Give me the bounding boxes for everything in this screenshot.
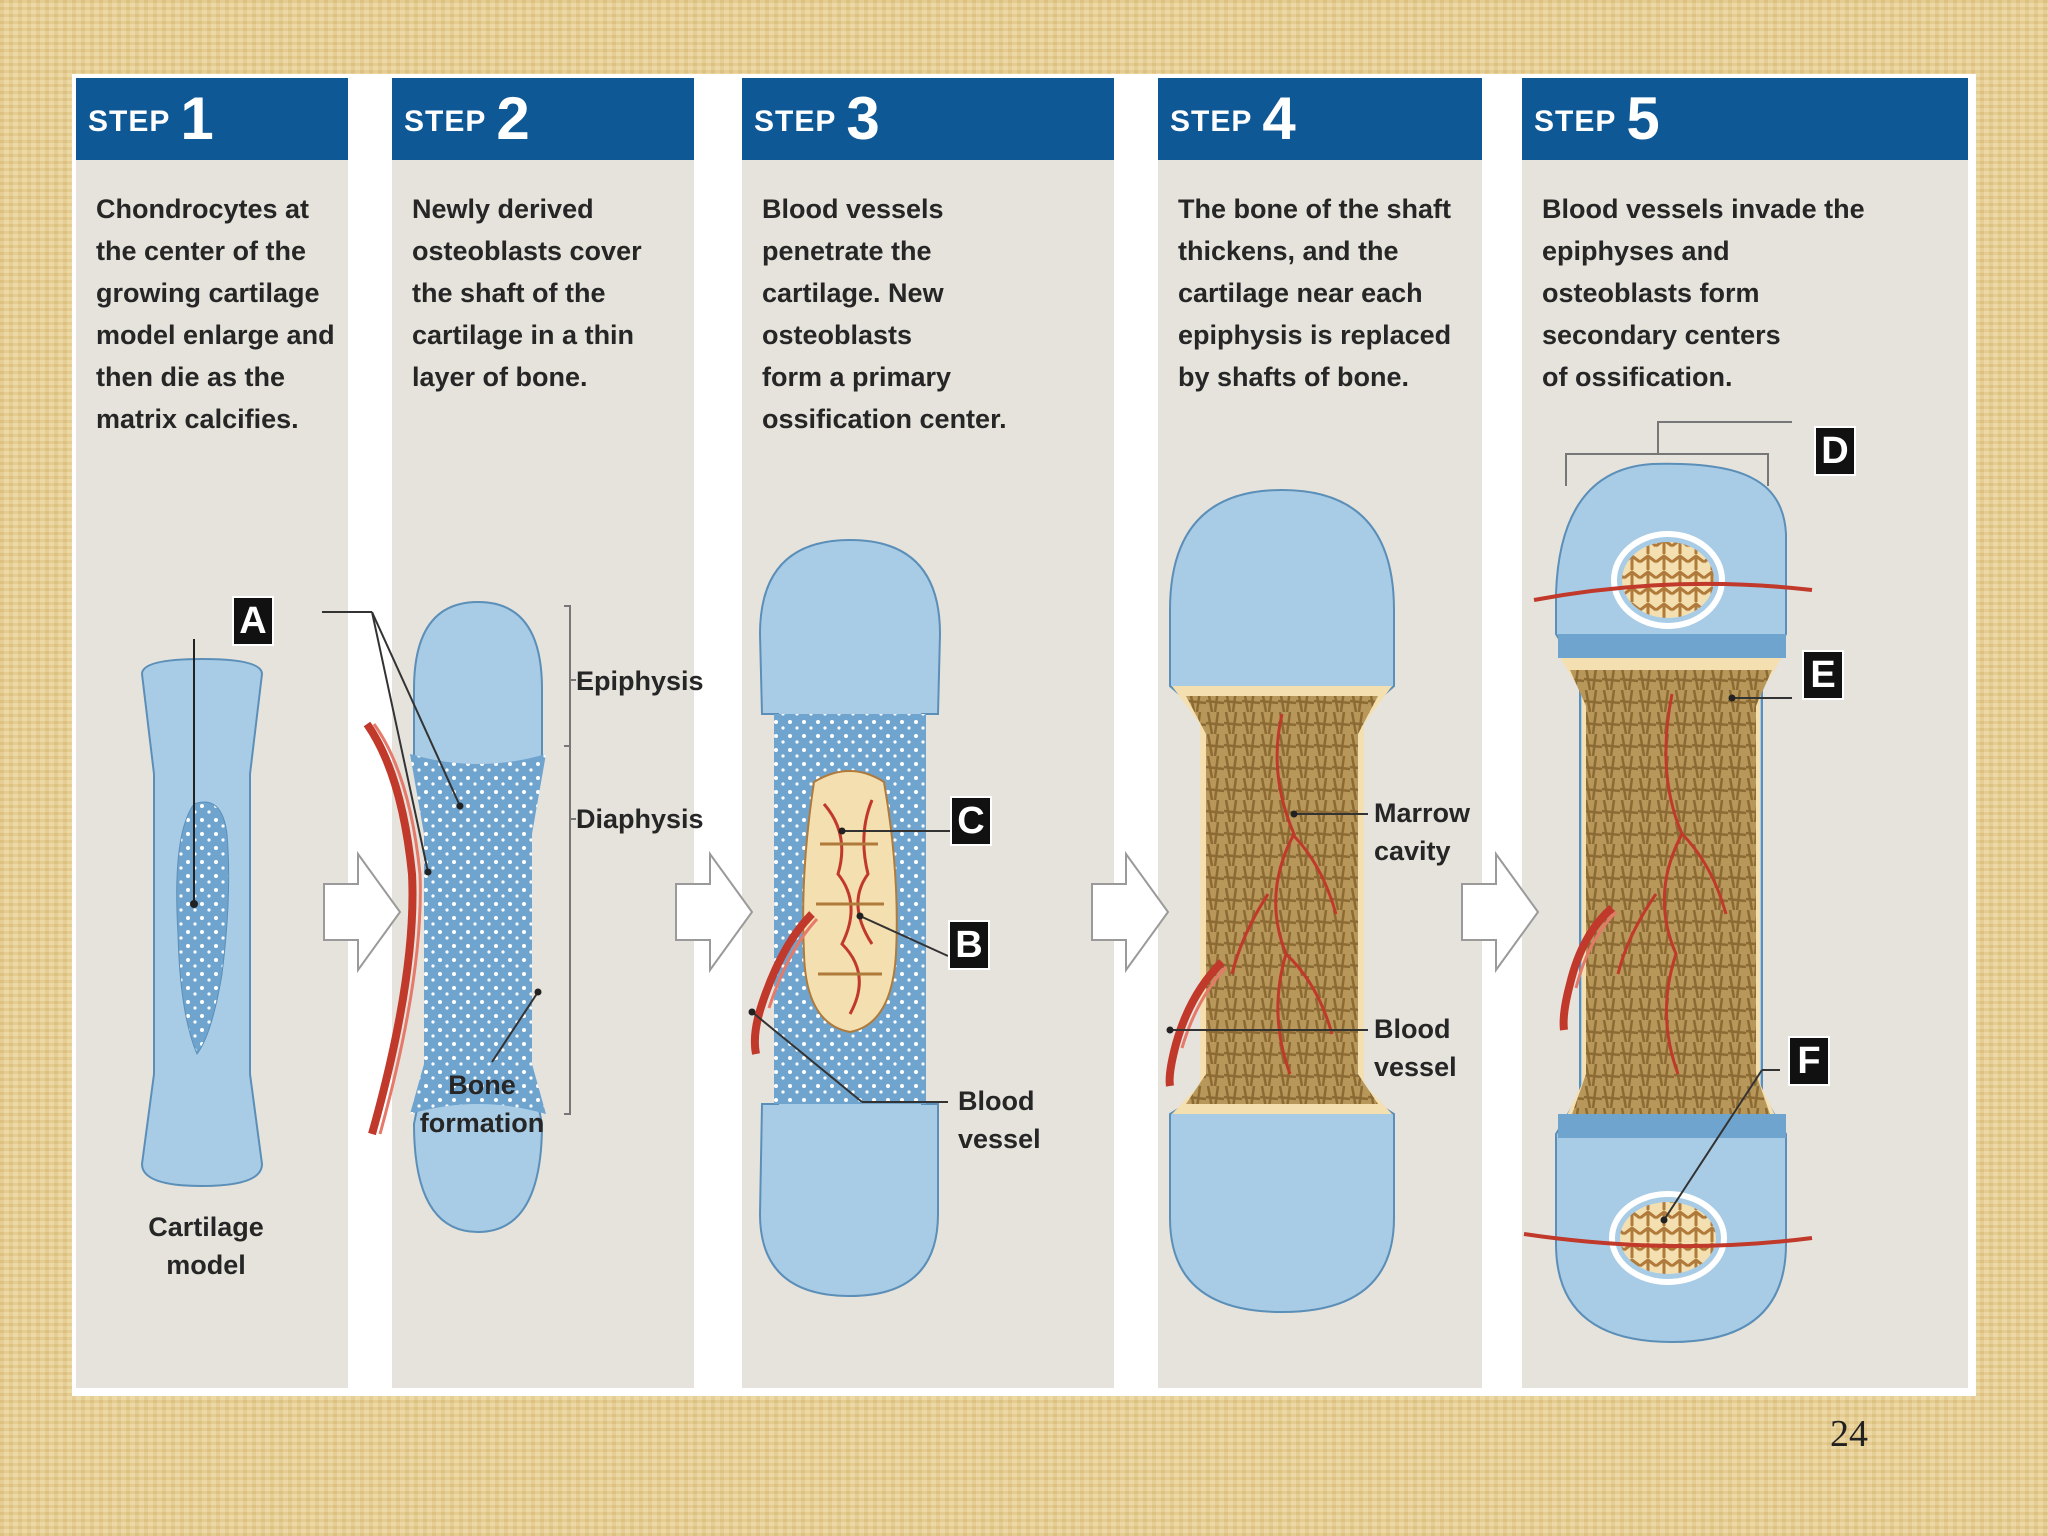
badge-d: D [1814, 426, 1856, 476]
step-3-header: STEP 3 [742, 78, 1114, 160]
step-5-bone [1523, 421, 1813, 1344]
ossification-figure: STEP 1 Chondrocytes at the center of the… [72, 74, 1976, 1396]
step-2-bone [322, 600, 576, 1234]
step-3-bone [748, 538, 952, 1298]
page-number: 24 [1830, 1413, 1868, 1455]
step-4-bone [1165, 488, 1395, 1314]
label-blood-vessel-step-4: Blood vessel [1374, 1014, 1457, 1082]
label-bone-formation: Bone formation [419, 1070, 545, 1138]
step-1-description: Chondrocytes at the center of the growin… [96, 194, 335, 434]
step-arrows [323, 850, 1540, 974]
arrow-1-icon [323, 850, 402, 974]
step-4-header: STEP 4 [1158, 78, 1482, 160]
step-5-header: STEP 5 [1522, 78, 1968, 160]
label-epiphysis: Epiphysis [576, 666, 704, 696]
badge-c: C [950, 796, 992, 846]
step-1-word: STEP [88, 105, 171, 138]
step-1-number: 1 [180, 85, 214, 152]
badge-f: F [1788, 1036, 1830, 1086]
badge-b: B [948, 920, 990, 970]
step-2-word: STEP [404, 105, 487, 138]
step-4-description: The bone of the shaft thickens, and the … [1178, 194, 1452, 392]
step-4-word: STEP [1170, 105, 1253, 138]
arrow-4-icon [1461, 850, 1540, 974]
label-blood-vessel-step-3: Blood vessel [958, 1086, 1041, 1154]
step-3-word: STEP [754, 105, 837, 138]
step-2-number: 2 [496, 85, 530, 152]
step-5-description: Blood vessels invade the epiphyses and o… [1542, 194, 1865, 392]
arrow-2-icon [675, 850, 754, 974]
label-cartilage-model: Cartilage model [148, 1212, 264, 1280]
label-marrow-cavity: Marrow cavity [1374, 798, 1471, 866]
step-2-header: STEP 2 [392, 78, 694, 160]
step-5-word: STEP [1534, 105, 1617, 138]
step-1-header: STEP 1 [76, 78, 348, 160]
diagram-artwork [140, 421, 1813, 1344]
badge-e: E [1802, 650, 1844, 700]
step-3-description: Blood vessels penetrate the cartilage. N… [762, 194, 1007, 434]
badge-a: A [232, 596, 274, 646]
step-5-number: 5 [1626, 85, 1660, 152]
step-1-cartilage-model [140, 639, 264, 1188]
step-2-description: Newly derived osteoblasts cover the shaf… [412, 194, 642, 392]
step-4-number: 4 [1262, 85, 1296, 152]
label-diaphysis: Diaphysis [576, 804, 704, 834]
step-3-number: 3 [846, 85, 880, 152]
arrow-3-icon [1091, 850, 1170, 974]
